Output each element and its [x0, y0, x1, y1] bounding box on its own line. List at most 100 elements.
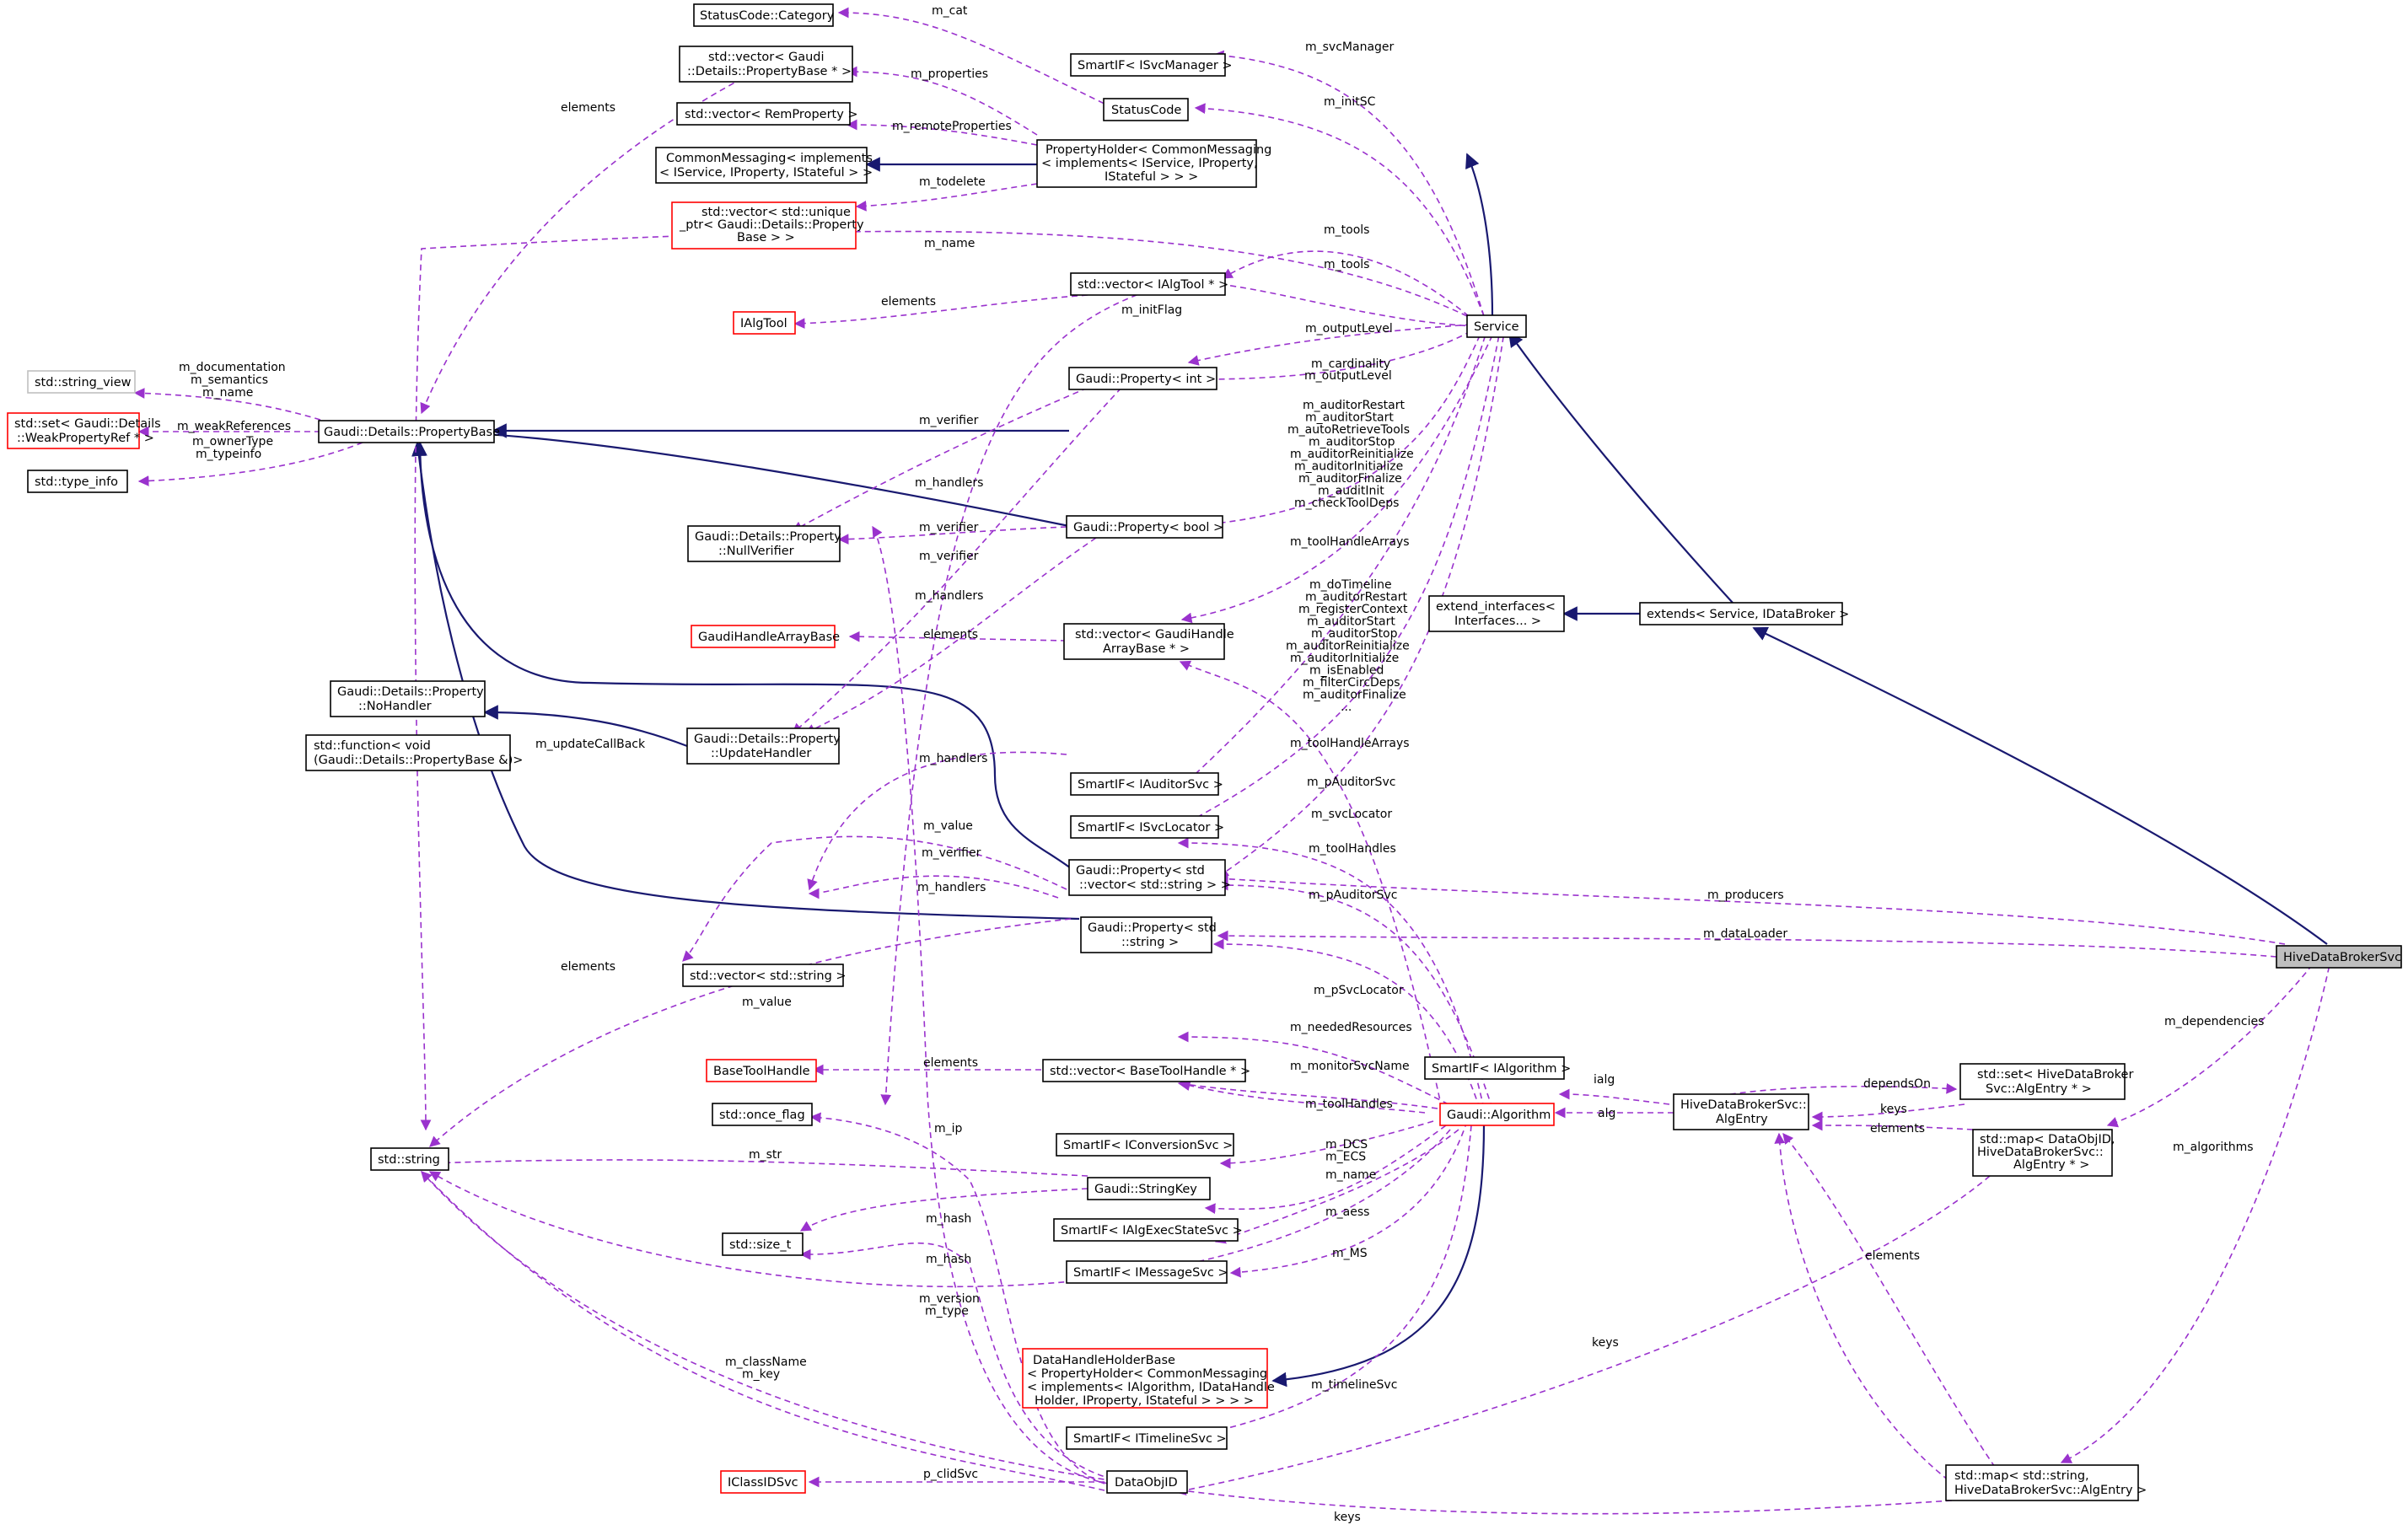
node-commonmessaging[interactable]: CommonMessaging< implements< IService, I…	[655, 147, 873, 184]
node-iclassidsvc[interactable]: IClassIDSvc	[720, 1470, 806, 1494]
label-m-ms: m_MS	[1332, 1247, 1368, 1260]
svg-text:StatusCode: StatusCode	[1111, 104, 1181, 117]
node-set-weakpropertyref[interactable]: std::set< Gaudi::Details::WeakPropertyRe…	[7, 412, 161, 449]
label-m-remoteproperties: m_remoteProperties	[892, 120, 1012, 133]
svg-text:IClassIDSvc: IClassIDSvc	[728, 1476, 798, 1490]
svg-text:std::vector< std::unique: std::vector< std::unique	[701, 206, 851, 219]
node-smartif-isvcmanager[interactable]: SmartIF< ISvcManager >	[1070, 53, 1233, 77]
inheritance-edges	[411, 153, 2328, 1388]
node-smartif-ialgorithm[interactable]: SmartIF< IAlgorithm >	[1424, 1056, 1571, 1080]
svg-text:std::vector< GaudiHandle: std::vector< GaudiHandle	[1075, 628, 1234, 642]
label-m-dataloader: m_dataLoader	[1703, 927, 1787, 941]
label-classname-key: m_className m_key	[725, 1356, 810, 1382]
svg-text:_ptr< Gaudi::Details::Property: _ptr< Gaudi::Details::Property	[679, 218, 864, 232]
node-vec-propertybase[interactable]: std::vector< Gaudi::Details::PropertyBas…	[679, 46, 853, 83]
node-statuscode[interactable]: StatusCode	[1103, 98, 1189, 121]
node-ialgtool[interactable]: IAlgTool	[733, 311, 796, 335]
node-extends-service-idatabroker[interactable]: extends< Service, IDataBroker >	[1639, 602, 1849, 625]
node-vec-unique-ptr[interactable]: std::vector< std::unique_ptr< Gaudi::Det…	[671, 201, 864, 250]
svg-text:Gaudi::Property< std: Gaudi::Property< std	[1088, 921, 1217, 935]
node-property-bool[interactable]: Gaudi::Property< bool >	[1066, 515, 1223, 539]
label-m-verifier-3: m_verifier	[919, 550, 979, 563]
svg-text:HiveDataBrokerSvc: HiveDataBrokerSvc	[2283, 951, 2401, 964]
svg-text:< implements< IService, IPrope: < implements< IService, IProperty,	[1041, 157, 1258, 170]
label-m-psvclocator: m_pSvcLocator	[1314, 984, 1404, 997]
label-m-toolhandles-2: m_toolHandles	[1305, 1098, 1393, 1111]
node-hivedatabrokersvc[interactable]: HiveDataBrokerSvc	[2276, 945, 2402, 969]
label-elements-6: elements	[1870, 1122, 1925, 1135]
node-basetoolhandle[interactable]: BaseToolHandle	[706, 1059, 817, 1082]
node-nohandler[interactable]: Gaudi::Details::Property::NoHandler	[330, 680, 486, 717]
node-nullverifier[interactable]: Gaudi::Details::Property::NullVerifier	[687, 525, 841, 562]
node-property-int[interactable]: Gaudi::Property< int >	[1068, 367, 1217, 390]
svg-text:std::function< void: std::function< void	[314, 739, 431, 753]
node-map-dataobjid[interactable]: std::map< DataObjID,HiveDataBrokerSvc::A…	[1972, 1129, 2115, 1177]
node-propertybase[interactable]: Gaudi::Details::PropertyBase	[318, 420, 500, 443]
node-vec-basetoolhandle[interactable]: std::vector< BaseToolHandle * >	[1042, 1059, 1250, 1082]
node-gaudi-algorithm[interactable]: Gaudi::Algorithm	[1439, 1103, 1555, 1126]
svg-text:std::map< std::string,: std::map< std::string,	[1954, 1469, 2089, 1483]
node-smartif-isvclocator[interactable]: SmartIF< ISvcLocator >	[1070, 815, 1224, 839]
label-m-svclocator: m_svcLocator	[1311, 808, 1392, 821]
label-dcs-ecs: m_DCS m_ECS	[1325, 1138, 1372, 1164]
node-smartif-itimelinesvc[interactable]: SmartIF< ITimelineSvc >	[1066, 1426, 1228, 1450]
node-algentry[interactable]: HiveDataBrokerSvc::AlgEntry	[1673, 1093, 1809, 1130]
label-m-outputlevel: m_outputLevel	[1305, 322, 1393, 336]
node-std-function-void[interactable]: std::function< void(Gaudi::Details::Prop…	[305, 734, 523, 771]
node-std-string[interactable]: std::string	[370, 1147, 449, 1171]
svg-text:SmartIF< IAuditorSvc >: SmartIF< IAuditorSvc >	[1078, 778, 1223, 792]
node-set-algentry[interactable]: std::set< HiveDataBrokerSvc::AlgEntry * …	[1959, 1063, 2133, 1100]
svg-text:(Gaudi::Details::PropertyBase: (Gaudi::Details::PropertyBase &)>	[314, 754, 523, 767]
svg-text:HiveDataBrokerSvc::: HiveDataBrokerSvc::	[1680, 1098, 1807, 1112]
node-propertyholder[interactable]: PropertyHolder< CommonMessaging< impleme…	[1036, 139, 1271, 188]
node-updatehandler[interactable]: Gaudi::Details::Property::UpdateHandler	[686, 727, 841, 765]
svg-text:< implements< IAlgorithm, IDat: < implements< IAlgorithm, IDataHandle	[1027, 1381, 1275, 1394]
svg-text:extend_interfaces<: extend_interfaces<	[1436, 600, 1556, 614]
label-m-cat: m_cat	[932, 4, 968, 18]
node-service[interactable]: Service	[1466, 314, 1527, 338]
node-vec-gaudihandlearraybase[interactable]: std::vector< GaudiHandleArrayBase * >	[1063, 623, 1234, 660]
node-once-flag[interactable]: std::once_flag	[712, 1103, 813, 1126]
node-type-info[interactable]: std::type_info	[27, 470, 128, 493]
svg-text:std::vector< BaseToolHandle *: std::vector< BaseToolHandle * >	[1050, 1065, 1250, 1078]
label-m-verifier-1: m_verifier	[919, 414, 979, 427]
node-property-string[interactable]: Gaudi::Property< std::string >	[1080, 916, 1217, 953]
node-smartif-iconversionsvc[interactable]: SmartIF< IConversionSvc >	[1056, 1133, 1234, 1157]
svg-text:SmartIF< IAlgorithm >: SmartIF< IAlgorithm >	[1432, 1062, 1571, 1076]
node-dataobjid[interactable]: DataObjID	[1106, 1470, 1188, 1494]
label-keys-3: keys	[1334, 1511, 1361, 1524]
node-vec-remproperty[interactable]: std::vector< RemProperty >	[676, 102, 858, 126]
label-m-verifier-4: m_verifier	[922, 846, 981, 860]
node-property-vector-string[interactable]: Gaudi::Property< std::vector< std::strin…	[1068, 859, 1231, 896]
node-vec-string[interactable]: std::vector< std::string >	[682, 964, 847, 987]
label-m-name: m_name	[924, 237, 975, 250]
node-stringkey[interactable]: Gaudi::StringKey	[1087, 1177, 1211, 1200]
svg-text:::NullVerifier: ::NullVerifier	[718, 545, 794, 558]
node-datahandleholderbase[interactable]: DataHandleHolderBase< PropertyHolder< Co…	[1022, 1348, 1275, 1409]
node-extend-interfaces[interactable]: extend_interfaces<Interfaces... >	[1428, 595, 1565, 632]
node-smartif-iauditorsvc[interactable]: SmartIF< IAuditorSvc >	[1070, 772, 1223, 796]
label-p-clidsvc: p_clidSvc	[923, 1468, 978, 1481]
svg-text:Service: Service	[1474, 320, 1519, 334]
svg-text:::vector< std::string > >: ::vector< std::string > >	[1079, 878, 1231, 892]
node-smartif-ialgexecstatesvc[interactable]: SmartIF< IAlgExecStateSvc >	[1053, 1218, 1243, 1242]
node-gaudihandlearraybase[interactable]: GaudiHandleArrayBase	[691, 625, 840, 648]
svg-text:HiveDataBrokerSvc::: HiveDataBrokerSvc::	[1977, 1146, 2104, 1159]
usage-edges	[133, 7, 2332, 1515]
label-m-producers: m_producers	[1707, 888, 1784, 902]
node-smartif-imessagesvc[interactable]: SmartIF< IMessageSvc >	[1066, 1260, 1228, 1284]
node-string-view[interactable]: std::string_view	[27, 370, 136, 394]
node-size-t[interactable]: std::size_t	[722, 1232, 804, 1256]
node-vec-ialgtool[interactable]: std::vector< IAlgTool * >	[1070, 272, 1228, 296]
label-m-dependencies: m_dependencies	[2164, 1015, 2264, 1028]
label-m-str: m_str	[749, 1148, 782, 1162]
node-statuscode-category[interactable]: StatusCode::Category	[693, 3, 835, 27]
label-keys-2: keys	[1592, 1336, 1619, 1350]
svg-text:Holder, IProperty, IStateful >: Holder, IProperty, IStateful > > > >	[1035, 1394, 1254, 1408]
svg-text:std::vector< Gaudi: std::vector< Gaudi	[708, 51, 825, 64]
label-doc-sem-name: m_documentation m_semantics m_name	[179, 361, 289, 400]
node-map-string[interactable]: std::map< std::string,HiveDataBrokerSvc:…	[1945, 1464, 2147, 1501]
label-m-value-1: m_value	[923, 819, 973, 833]
label-m-monitorsvcname: m_monitorSvcName	[1290, 1060, 1410, 1073]
edge-labels: m_cat m_svcManager m_properties m_initSC…	[177, 4, 2264, 1524]
